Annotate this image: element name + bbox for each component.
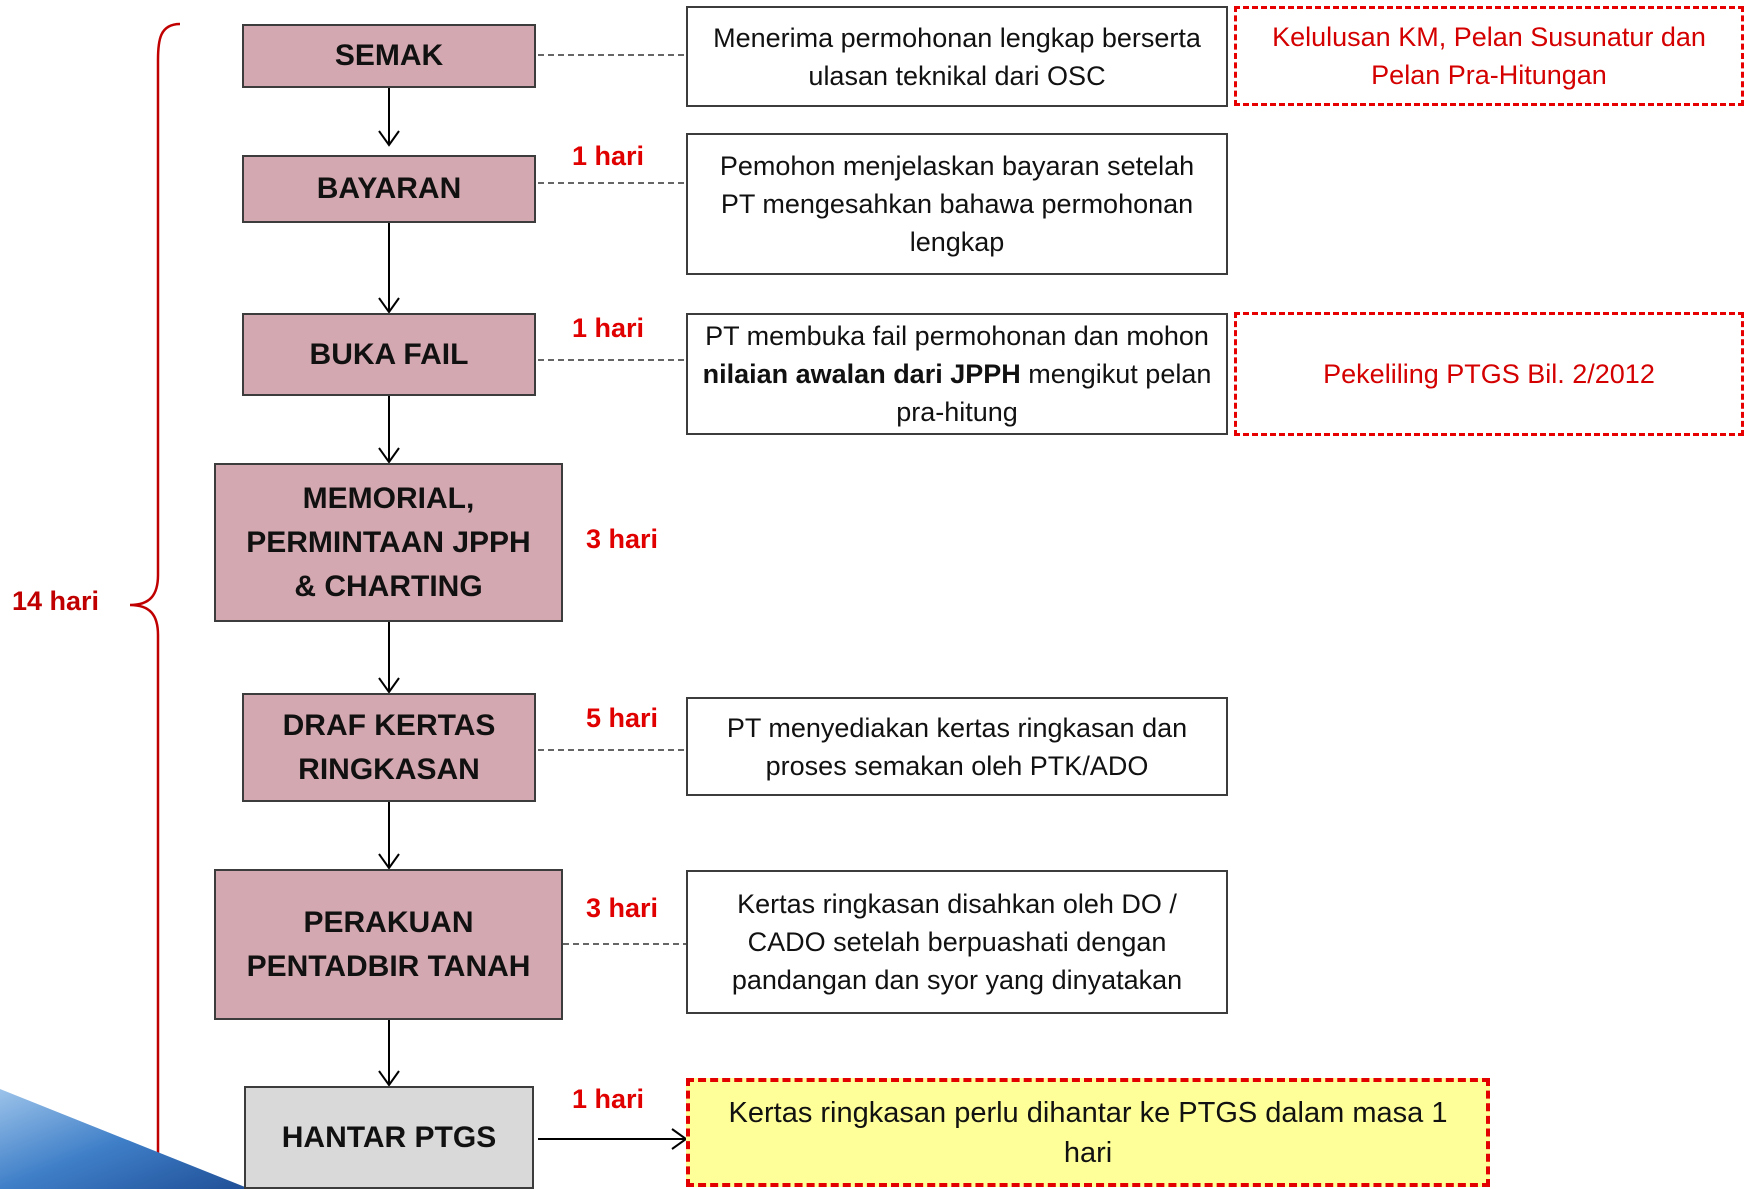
duration-memorial: 3 hari — [586, 524, 659, 554]
description-bayaran: Pemohon menjelaskan bayaran setelah PT m… — [686, 133, 1228, 275]
description-semak: Menerima permohonan lengkap berserta ula… — [686, 6, 1228, 107]
description-buka-fail-part2: mengikut pelan pra-hitung — [896, 359, 1212, 427]
description-buka-fail-part1: PT membuka fail permohonan dan mohon — [705, 321, 1209, 351]
flow-arrows — [378, 88, 400, 1087]
duration-perakuan: 3 hari — [586, 893, 659, 923]
final-arrow — [538, 1128, 688, 1150]
step-draf-kertas: DRAF KERTAS RINGKASAN — [242, 693, 536, 802]
blue-corner-wedge-icon — [0, 1089, 250, 1189]
step-bayaran: BAYARAN — [242, 155, 536, 223]
reference-buka-fail: Pekeliling PTGS Bil. 2/2012 — [1234, 312, 1744, 436]
duration-bayaran: 1 hari — [572, 141, 645, 171]
step-buka-fail: BUKA FAIL — [242, 313, 536, 396]
step-perakuan: PERAKUAN PENTADBIR TANAH — [214, 869, 563, 1020]
description-draf-kertas: PT menyediakan kertas ringkasan dan pros… — [686, 697, 1228, 796]
duration-draf-kertas: 5 hari — [586, 703, 659, 733]
step-memorial: MEMORIAL, PERMINTAAN JPPH & CHARTING — [214, 463, 563, 622]
step-semak: SEMAK — [242, 24, 536, 88]
duration-hantar-ptgs: 1 hari — [572, 1084, 645, 1114]
total-duration-label: 14 hari — [12, 586, 100, 616]
dashed-connectors — [538, 54, 690, 945]
description-buka-fail-bold: nilaian awalan dari JPPH — [702, 359, 1021, 389]
reference-semak: Kelulusan KM, Pelan Susunatur dan Pelan … — [1234, 6, 1744, 106]
step-hantar-ptgs: HANTAR PTGS — [244, 1086, 534, 1189]
total-duration-brace — [129, 22, 181, 1187]
note-hantar-ptgs: Kertas ringkasan perlu dihantar ke PTGS … — [686, 1078, 1490, 1187]
description-perakuan: Kertas ringkasan disahkan oleh DO / CADO… — [686, 870, 1228, 1014]
description-buka-fail: PT membuka fail permohonan dan mohon nil… — [686, 313, 1228, 435]
duration-buka-fail: 1 hari — [572, 313, 645, 343]
